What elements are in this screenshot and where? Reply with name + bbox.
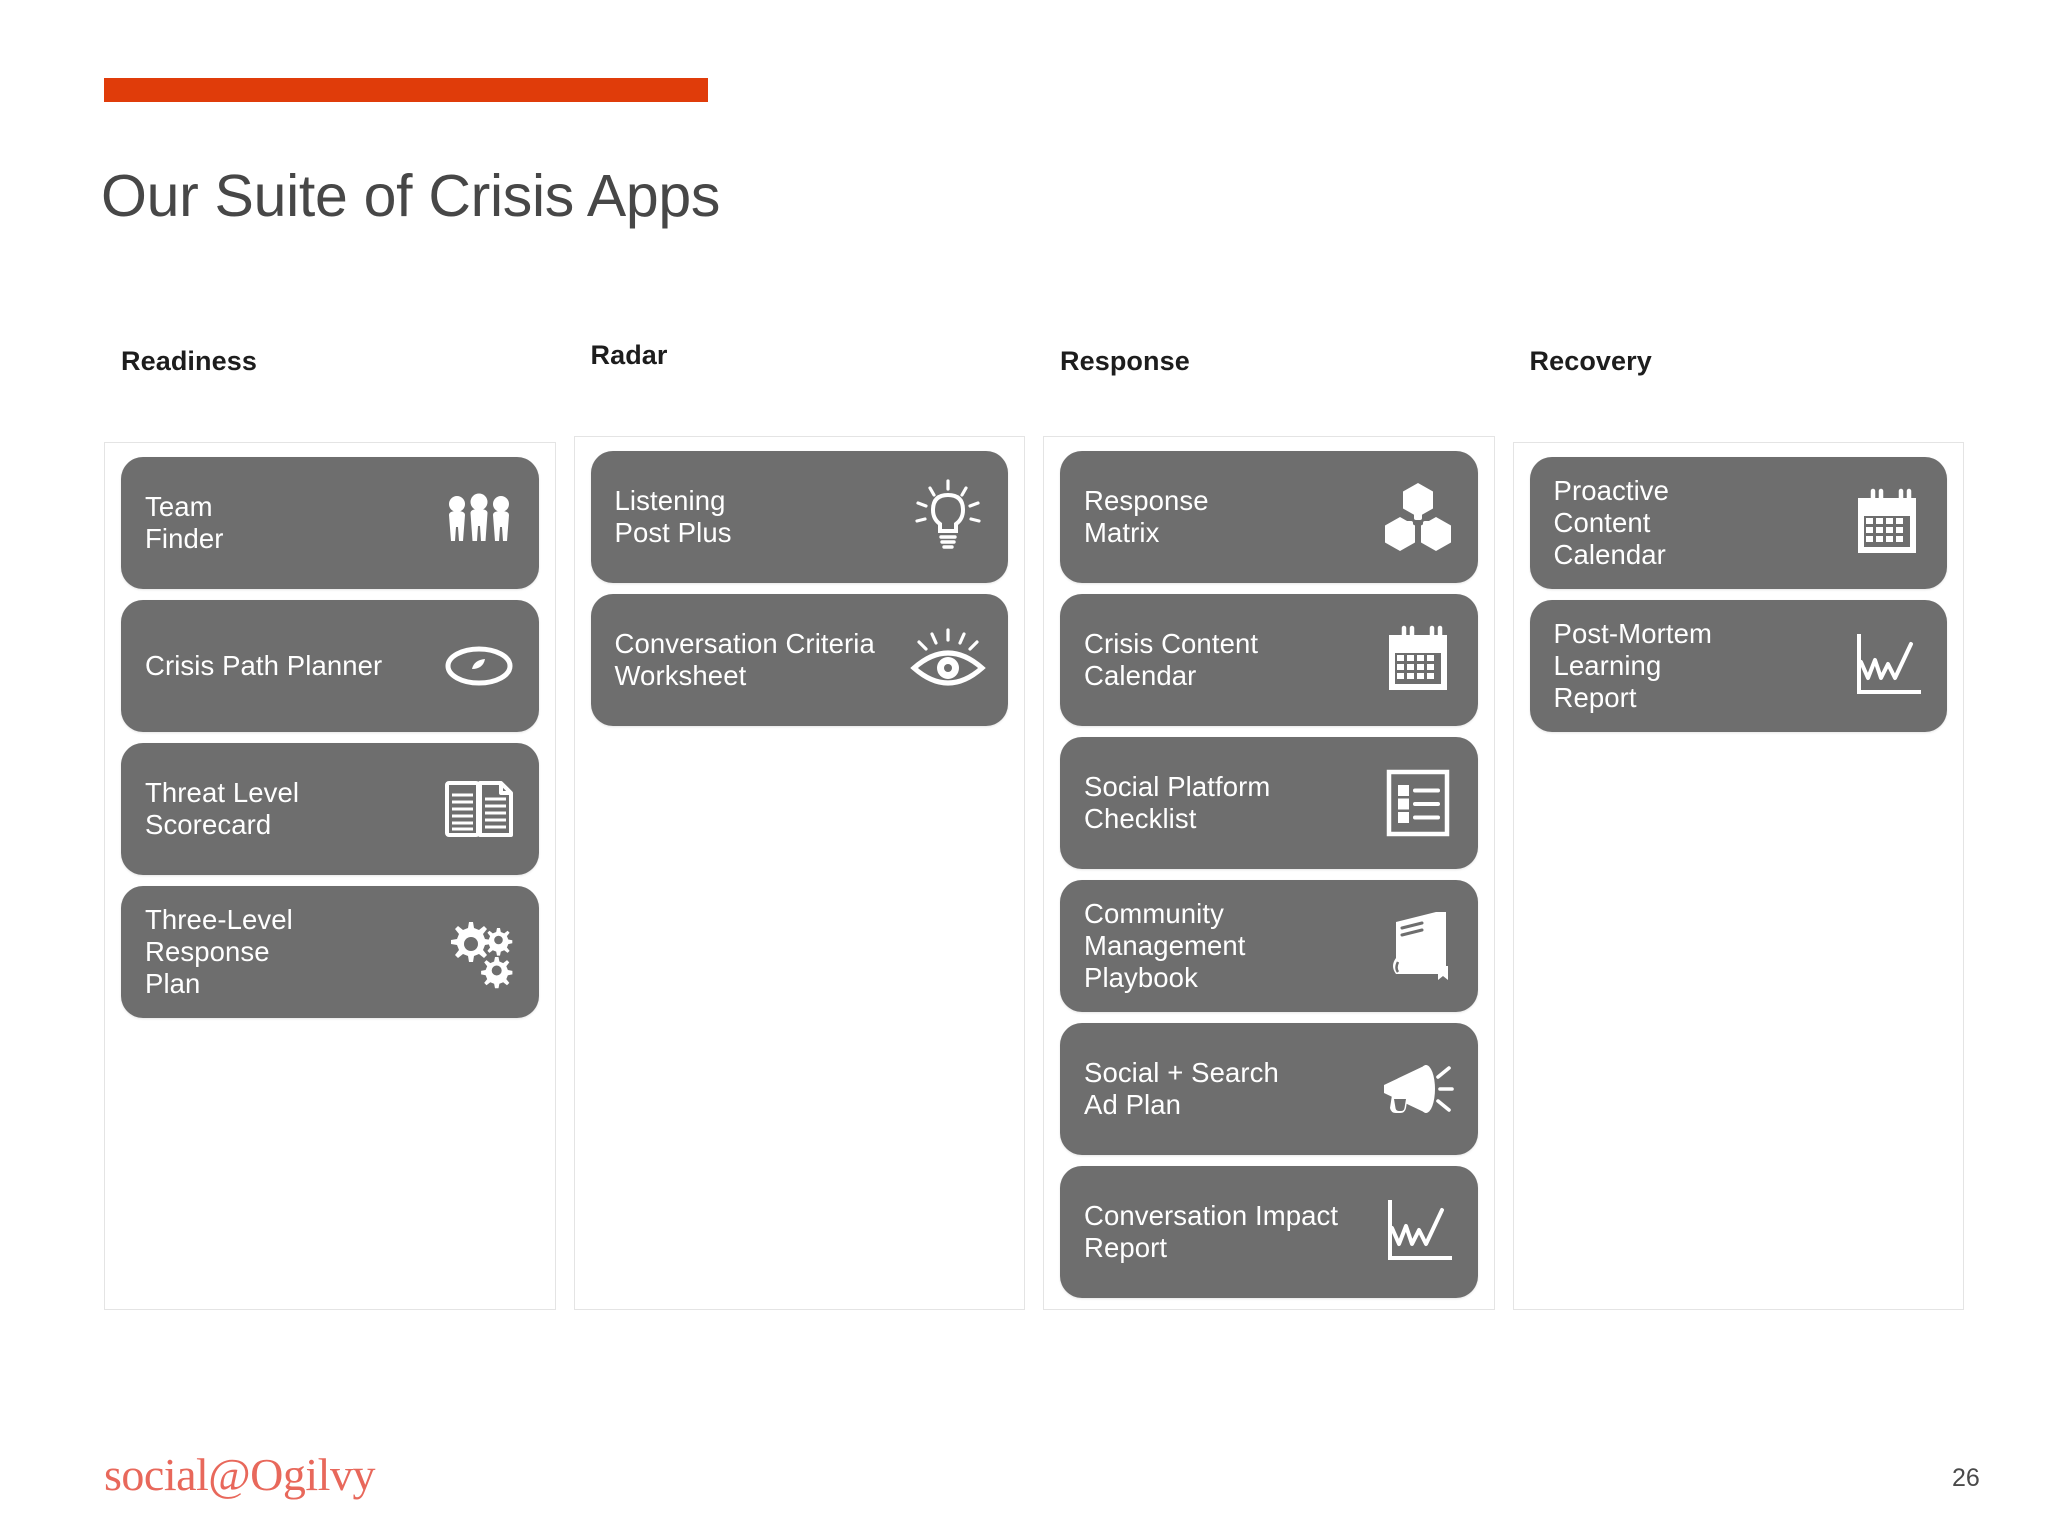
app-card-label: Response Matrix (1084, 484, 1209, 548)
app-card-label: Crisis Content Calendar (1084, 627, 1259, 691)
column-body-recovery: Proactive Content Calendar (1512, 442, 1964, 1310)
app-card-label: Conversation Impact Report (1084, 1199, 1339, 1263)
app-card-listening-post-plus[interactable]: Listening Post Plus (590, 451, 1008, 583)
column-body-readiness: Team Finder Crisis Path Planner (104, 442, 556, 1310)
app-card-social-search-ad-plan[interactable]: Social + Search Ad Plan (1060, 1023, 1478, 1155)
line-chart-icon (1380, 1194, 1456, 1270)
app-card-three-level-response-plan[interactable]: Three-Level Response Plan (121, 886, 539, 1018)
calendar-icon (1849, 485, 1925, 561)
app-suite-columns: Readiness Team Finder Crisis Path Plan (104, 340, 1964, 1310)
calendar-icon (1380, 622, 1456, 698)
column-readiness: Readiness Team Finder Crisis Path Plan (104, 340, 556, 1310)
playbook-icon (1380, 908, 1456, 984)
eye-icon (910, 622, 986, 698)
line-chart-icon (1849, 628, 1925, 704)
app-card-label: Crisis Path Planner (145, 649, 383, 681)
app-card-label: Social + Search Ad Plan (1084, 1056, 1279, 1120)
app-card-crisis-content-calendar[interactable]: Crisis Content Calendar (1060, 594, 1478, 726)
column-response: Response Response Matrix Crisis Conten (1043, 340, 1495, 1310)
app-card-team-finder[interactable]: Team Finder (121, 457, 539, 589)
people-group-icon (441, 485, 517, 561)
column-header-radar: Radar (590, 340, 668, 370)
column-header-response: Response (1060, 346, 1190, 376)
lightbulb-icon (910, 479, 986, 555)
column-recovery: Recovery Proactive Content Calendar (1512, 340, 1964, 1310)
app-card-label: Community Management Playbook (1084, 897, 1246, 994)
app-card-label: Post-Mortem Learning Report (1553, 617, 1712, 714)
open-document-icon (441, 771, 517, 847)
column-radar: Radar Listening Post Plus (573, 340, 1025, 1310)
app-card-response-matrix[interactable]: Response Matrix (1060, 451, 1478, 583)
hexagon-network-icon (1380, 479, 1456, 555)
page-number: 26 (1952, 1464, 1980, 1492)
app-card-conversation-criteria-worksheet[interactable]: Conversation Criteria Worksheet (590, 594, 1008, 726)
app-card-social-platform-checklist[interactable]: Social Platform Checklist (1060, 737, 1478, 869)
compass-icon (441, 628, 517, 704)
title-accent-bar (104, 78, 708, 102)
gears-icon (441, 914, 517, 990)
app-card-label: Threat Level Scorecard (145, 776, 300, 840)
page-title: Our Suite of Crisis Apps (101, 162, 721, 229)
app-card-crisis-path-planner[interactable]: Crisis Path Planner (121, 600, 539, 732)
column-body-radar: Listening Post Plus (573, 436, 1025, 1310)
app-card-label: Conversation Criteria Worksheet (614, 627, 875, 691)
social-ogilvy-logo: social@Ogilvy (104, 1449, 375, 1500)
app-card-label: Three-Level Response Plan (145, 903, 293, 1000)
checklist-icon (1380, 765, 1456, 841)
column-header-recovery: Recovery (1529, 346, 1652, 376)
app-card-community-management-playbook[interactable]: Community Management Playbook (1060, 880, 1478, 1012)
app-card-post-mortem-learning-report[interactable]: Post-Mortem Learning Report (1529, 600, 1947, 732)
app-card-label: Proactive Content Calendar (1553, 474, 1670, 571)
app-card-conversation-impact-report[interactable]: Conversation Impact Report (1060, 1166, 1478, 1298)
app-card-label: Team Finder (145, 490, 224, 554)
column-header-readiness: Readiness (121, 346, 257, 376)
app-card-proactive-content-calendar[interactable]: Proactive Content Calendar (1529, 457, 1947, 589)
app-card-label: Social Platform Checklist (1084, 770, 1271, 834)
app-card-threat-level-scorecard[interactable]: Threat Level Scorecard (121, 743, 539, 875)
column-body-response: Response Matrix Crisis Content Calendar (1043, 436, 1495, 1310)
megaphone-icon (1380, 1051, 1456, 1127)
app-card-label: Listening Post Plus (614, 484, 732, 548)
